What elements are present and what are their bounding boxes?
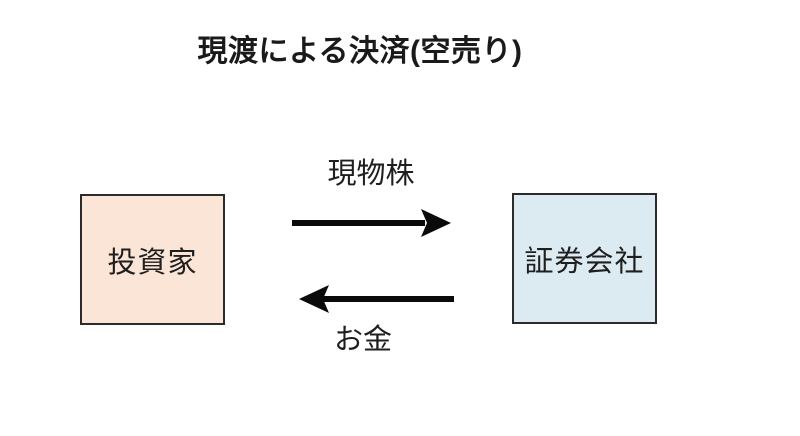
left-arrow-shaft [323,296,454,302]
investor-box-label: 投資家 [107,246,198,279]
diagram-title: 現渡による決済(空売り) [197,35,523,68]
broker-box: 証券会社 [512,193,657,324]
investor-box: 投資家 [80,194,225,325]
broker-box-label: 証券会社 [524,245,645,278]
right-arrow [292,209,451,237]
left-arrow [299,285,454,313]
right-arrow-shaft [292,220,425,226]
right-arrowhead-icon [421,209,451,237]
bottom-arrow-label: お金 [333,324,392,356]
left-arrowhead-icon [299,285,329,313]
top-arrow-label: 現物株 [327,158,415,190]
